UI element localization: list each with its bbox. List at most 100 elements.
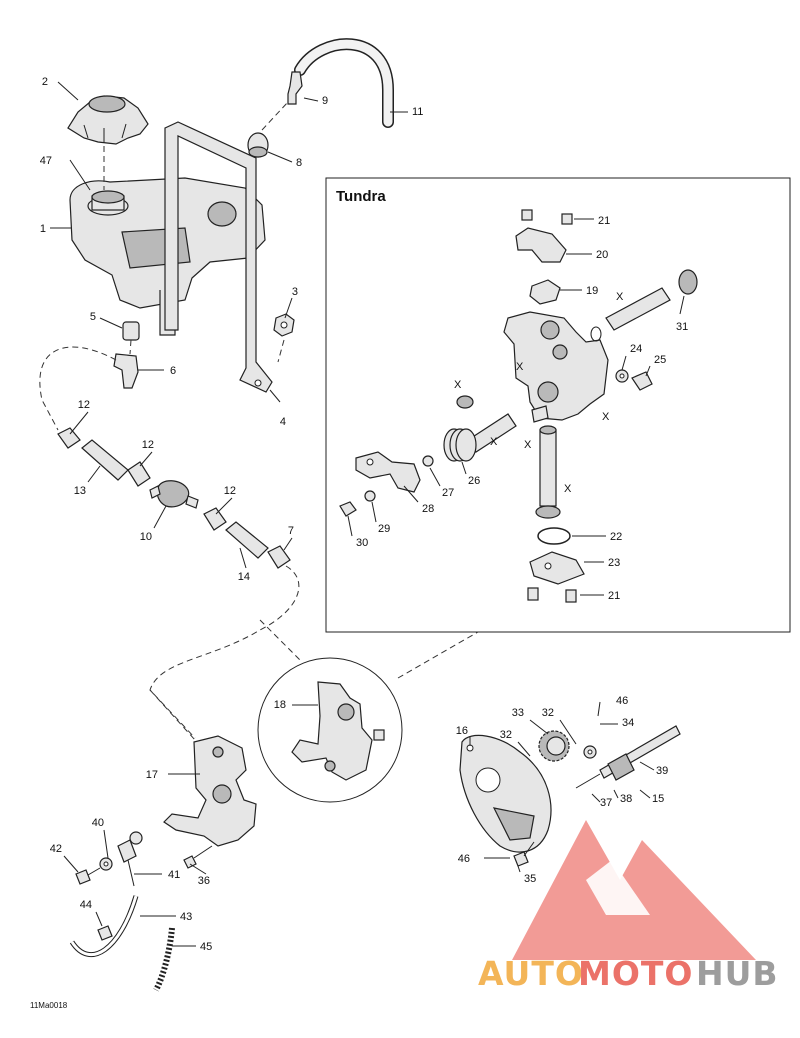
oil-pump-detail — [291, 681, 385, 781]
callout-label-30: 30 — [356, 537, 368, 549]
callout-leader-12 — [215, 497, 233, 515]
callout-leader-12 — [69, 411, 89, 435]
callout-leader-27 — [429, 467, 441, 487]
oil-line-lower — [149, 565, 300, 739]
figure-code: 11Ma0018 — [30, 1001, 68, 1010]
callout-label-20: 20 — [596, 249, 608, 261]
callout-label-40: 40 — [92, 817, 104, 829]
callout-leader-47 — [69, 159, 91, 191]
hose-fitting — [287, 71, 303, 105]
cable-ferrule — [97, 925, 113, 941]
callout-label-16: 16 — [456, 725, 468, 737]
automotohub-watermark: AUTO MOTO HUB — [478, 820, 779, 993]
callout-label-3: 3 — [292, 286, 298, 298]
callout-label-27: 27 — [442, 487, 454, 499]
callout-label-38: 38 — [620, 793, 632, 805]
callout-label-10: 10 — [140, 531, 152, 543]
callout-label-13: 13 — [74, 485, 86, 497]
bolt-35 — [513, 841, 535, 867]
callout-label-12: 12 — [142, 439, 154, 451]
callout-label-41: 41 — [168, 869, 180, 881]
callout-leader-31 — [679, 295, 685, 315]
callout-label-X: X — [490, 436, 498, 448]
callout-leader-10 — [153, 505, 167, 529]
callout-label-44: 44 — [80, 899, 92, 911]
tundra-washer-24 — [615, 369, 653, 391]
elbow-fitting — [113, 339, 139, 389]
callout-leader-3 — [284, 297, 293, 319]
leader-dash-b — [397, 631, 479, 679]
callout-leader-36 — [189, 863, 207, 875]
callout-leader-4 — [269, 389, 281, 403]
callout-leader-8 — [267, 151, 293, 163]
bolt-42 — [75, 867, 101, 885]
callout-label-5: 5 — [90, 311, 96, 323]
callout-label-8: 8 — [296, 157, 302, 169]
callout-label-32: 32 — [542, 707, 554, 719]
drive-shaft — [575, 725, 681, 789]
callout-leader-5 — [99, 317, 123, 329]
callout-label-X: X — [564, 483, 572, 495]
watermark-auto: AUTO — [478, 954, 584, 993]
watermark-hub: HUB — [696, 954, 779, 993]
callout-label-X: X — [454, 379, 462, 391]
callout-leader-9 — [303, 97, 319, 102]
callout-label-46: 46 — [616, 695, 628, 707]
oil-line-upper — [39, 346, 117, 431]
small-nut — [583, 745, 597, 759]
callout-leader-13 — [87, 465, 101, 483]
leader-dash-a — [259, 619, 301, 661]
callout-leader-32 — [517, 741, 531, 757]
tundra-vertical-shaft — [535, 425, 561, 519]
grommet — [247, 101, 289, 158]
tundra-inset-box — [325, 177, 791, 633]
callout-label-15: 15 — [652, 793, 664, 805]
callout-leader-15 — [639, 789, 651, 799]
nut — [273, 313, 295, 363]
callout-label-42: 42 — [50, 843, 62, 855]
tank-outlet-grommet — [122, 321, 140, 341]
callout-leader-46 — [597, 701, 601, 717]
callout-leader-39 — [639, 761, 655, 771]
callout-label-X: X — [524, 439, 532, 451]
tundra-small-ring — [590, 326, 602, 342]
watermark-triangle-logo — [512, 820, 756, 960]
tundra-gasket-top — [529, 279, 561, 305]
callout-label-45: 45 — [200, 941, 212, 953]
callout-label-36: 36 — [198, 875, 210, 887]
callout-label-46: 46 — [458, 853, 470, 865]
callout-label-34: 34 — [622, 717, 634, 729]
callout-label-18: 18 — [274, 699, 286, 711]
callout-leader-42 — [63, 855, 79, 873]
tundra-top-cover — [515, 209, 573, 263]
washer-40 — [99, 831, 143, 871]
callout-leader-14 — [239, 547, 247, 569]
callout-leader-44 — [95, 911, 103, 927]
tank-bracket — [164, 121, 273, 393]
callout-label-35: 35 — [524, 873, 536, 885]
callout-label-21: 21 — [598, 215, 610, 227]
callout-label-24: 24 — [630, 343, 642, 355]
throttle-cable — [69, 859, 175, 992]
callout-leader-30 — [347, 515, 353, 537]
callout-label-X: X — [516, 361, 524, 373]
callout-label-33: 33 — [512, 707, 524, 719]
bolt-36 — [183, 845, 213, 869]
callout-label-X: X — [602, 411, 610, 423]
callout-label-6: 6 — [170, 365, 176, 377]
tundra-o-ring — [537, 527, 571, 545]
callout-label-32: 32 — [500, 729, 512, 741]
callout-label-12: 12 — [224, 485, 236, 497]
callout-label-23: 23 — [608, 557, 620, 569]
callout-label-1: 1 — [40, 223, 46, 235]
callout-label-11: 11 — [412, 106, 423, 118]
tundra-shaft-31 — [605, 269, 698, 331]
tundra-plunger — [456, 395, 517, 453]
callout-leader-35 — [517, 865, 521, 873]
callout-label-9: 9 — [322, 95, 328, 107]
oil-pump — [149, 689, 257, 847]
callout-label-37: 37 — [600, 797, 612, 809]
callout-leader-12 — [139, 451, 153, 467]
